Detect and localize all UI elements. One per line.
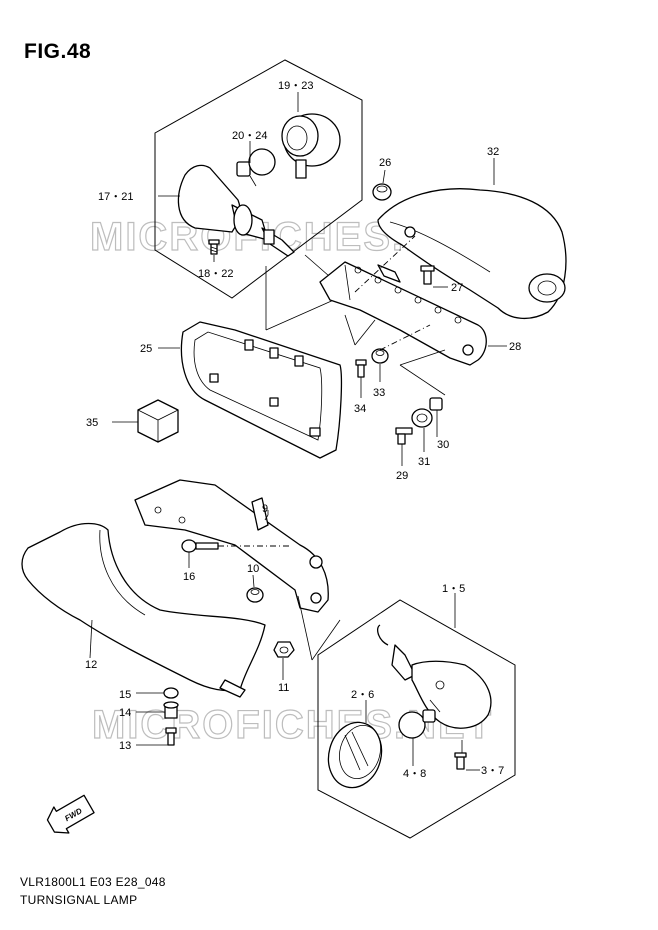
part-26-collar[interactable]: [372, 183, 392, 201]
callout-12: 12: [85, 659, 97, 671]
part-15-nut[interactable]: [163, 687, 179, 699]
part-32-cover[interactable]: [377, 188, 567, 319]
callout-4-8: 4・8: [403, 768, 426, 780]
callout-18-22: 18・22: [198, 268, 233, 280]
callout-31: 31: [418, 456, 430, 468]
callout-14: 14: [119, 707, 131, 719]
model-code: VLR1800L1 E03 E28_048: [20, 875, 166, 889]
part-13-screw[interactable]: [165, 727, 177, 746]
callout-32: 32: [487, 146, 499, 158]
part-16-bolt[interactable]: [181, 539, 219, 553]
part-25-frame[interactable]: [180, 321, 343, 459]
part-27-bolt[interactable]: [420, 265, 435, 285]
part-34-screw[interactable]: [355, 359, 367, 378]
callout-3-7: 3・7: [481, 765, 504, 777]
callout-27: 27: [451, 282, 463, 294]
part-11-nut[interactable]: [273, 641, 295, 658]
callout-33: 33: [373, 387, 385, 399]
figure-title: FIG.48: [24, 40, 92, 63]
fwd-arrow-icon: FWD: [46, 794, 95, 834]
callout-19-23: 19・23: [278, 80, 313, 92]
front-lamp-group-box: [317, 599, 516, 839]
callout-13: 13: [119, 740, 131, 752]
callout-29: 29: [396, 470, 408, 482]
callout-28: 28: [509, 341, 521, 353]
part-12-cover[interactable]: [21, 522, 266, 698]
callout-10: 10: [247, 563, 259, 575]
part-19-23-lens-socket[interactable]: [281, 113, 341, 179]
callout-17-21: 17・21: [98, 191, 133, 203]
part-31-clamp[interactable]: [411, 408, 433, 428]
part-2-6-lens[interactable]: [321, 716, 388, 793]
callout-2-6: 2・6: [351, 689, 374, 701]
part-28-bracket[interactable]: [319, 261, 487, 366]
part-17-21-lamp-housing[interactable]: [177, 164, 295, 257]
part-9-bracket[interactable]: [134, 479, 329, 613]
callout-34: 34: [354, 403, 366, 415]
callout-20-24: 20・24: [232, 130, 267, 142]
callout-25: 25: [140, 343, 152, 355]
rear-lamp-group-box: [154, 59, 363, 299]
callout-35: 35: [86, 417, 98, 429]
callout-11: 11: [278, 682, 289, 694]
part-4-8-bulb[interactable]: [398, 709, 436, 739]
callout-16: 16: [183, 571, 195, 583]
callout-26: 26: [379, 157, 391, 169]
part-35-relay[interactable]: [137, 399, 179, 443]
part-33-collar[interactable]: [371, 348, 389, 364]
part-10-collar[interactable]: [246, 587, 264, 603]
figure-caption: TURNSIGNAL LAMP: [20, 893, 138, 907]
callout-15: 15: [119, 689, 131, 701]
callout-9: 9: [262, 503, 268, 515]
part-3-7-screw[interactable]: [454, 752, 467, 770]
part-30-grommet[interactable]: [429, 397, 443, 411]
callout-1-5: 1・5: [442, 583, 465, 595]
callout-30: 30: [437, 439, 449, 451]
part-29-screw[interactable]: [395, 427, 413, 445]
part-20-24-bulb[interactable]: [236, 148, 276, 187]
part-14-bushing[interactable]: [163, 701, 179, 719]
part-18-22-screw[interactable]: [208, 239, 220, 255]
